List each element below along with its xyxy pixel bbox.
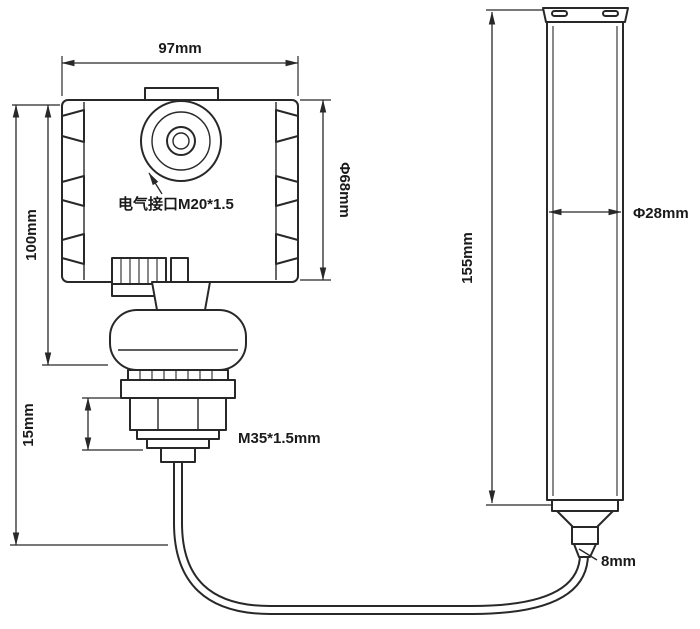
dim-housing-height-100mm: 100mm xyxy=(12,104,108,366)
label-housing-diameter: Φ68mm xyxy=(336,162,353,218)
flange xyxy=(120,369,236,399)
dim-flange-15mm: 15mm xyxy=(20,397,143,451)
label-cable-diameter-text: 8mm xyxy=(601,553,636,570)
label-cable-diameter-8mm: 8mm xyxy=(578,548,636,570)
probe xyxy=(542,7,629,558)
label-housing-height: 100mm xyxy=(23,209,40,261)
label-flange-height: 15mm xyxy=(20,403,37,446)
label-probe-diameter: Φ28mm xyxy=(633,205,689,222)
cable-core xyxy=(175,462,587,613)
cable-outline xyxy=(173,462,589,615)
label-probe-length: 155mm xyxy=(459,232,476,284)
sight-glass-circles xyxy=(140,100,222,182)
right-ribs xyxy=(275,109,299,265)
cable-gland xyxy=(573,543,597,558)
probe-cap-slot-left xyxy=(551,10,568,17)
label-thread: M35*1.5mm xyxy=(238,430,321,447)
probe-collar xyxy=(551,499,619,512)
probe-reducer xyxy=(556,510,614,528)
dim-probe-length-155mm: 155mm xyxy=(459,9,551,506)
label-thread-spec: M35*1.5mm xyxy=(238,430,321,447)
label-electrical-interface: 电气接口M20*1.5 xyxy=(118,172,234,213)
label-electrical-interface-text: 电气接口M20*1.5 xyxy=(118,195,234,213)
dim-housing-diameter-68mm: Φ68mm xyxy=(300,99,353,281)
probe-tip-cylinder xyxy=(571,526,599,545)
cable xyxy=(173,462,589,615)
thread-stub xyxy=(160,447,196,463)
neck xyxy=(151,281,211,311)
probe-shell xyxy=(546,21,624,501)
process-body xyxy=(109,309,247,371)
left-ribs xyxy=(61,109,85,265)
hex-nut xyxy=(129,397,227,449)
probe-shell-edges xyxy=(552,26,618,496)
dim-width-97mm: 97mm xyxy=(61,40,299,96)
dim-probe-diameter-28mm: Φ28mm xyxy=(548,205,689,222)
transmitter-body xyxy=(61,87,299,463)
label-width-97mm: 97mm xyxy=(158,40,201,57)
probe-cap-slot-right xyxy=(602,10,619,17)
dim-overall-height xyxy=(10,104,168,546)
